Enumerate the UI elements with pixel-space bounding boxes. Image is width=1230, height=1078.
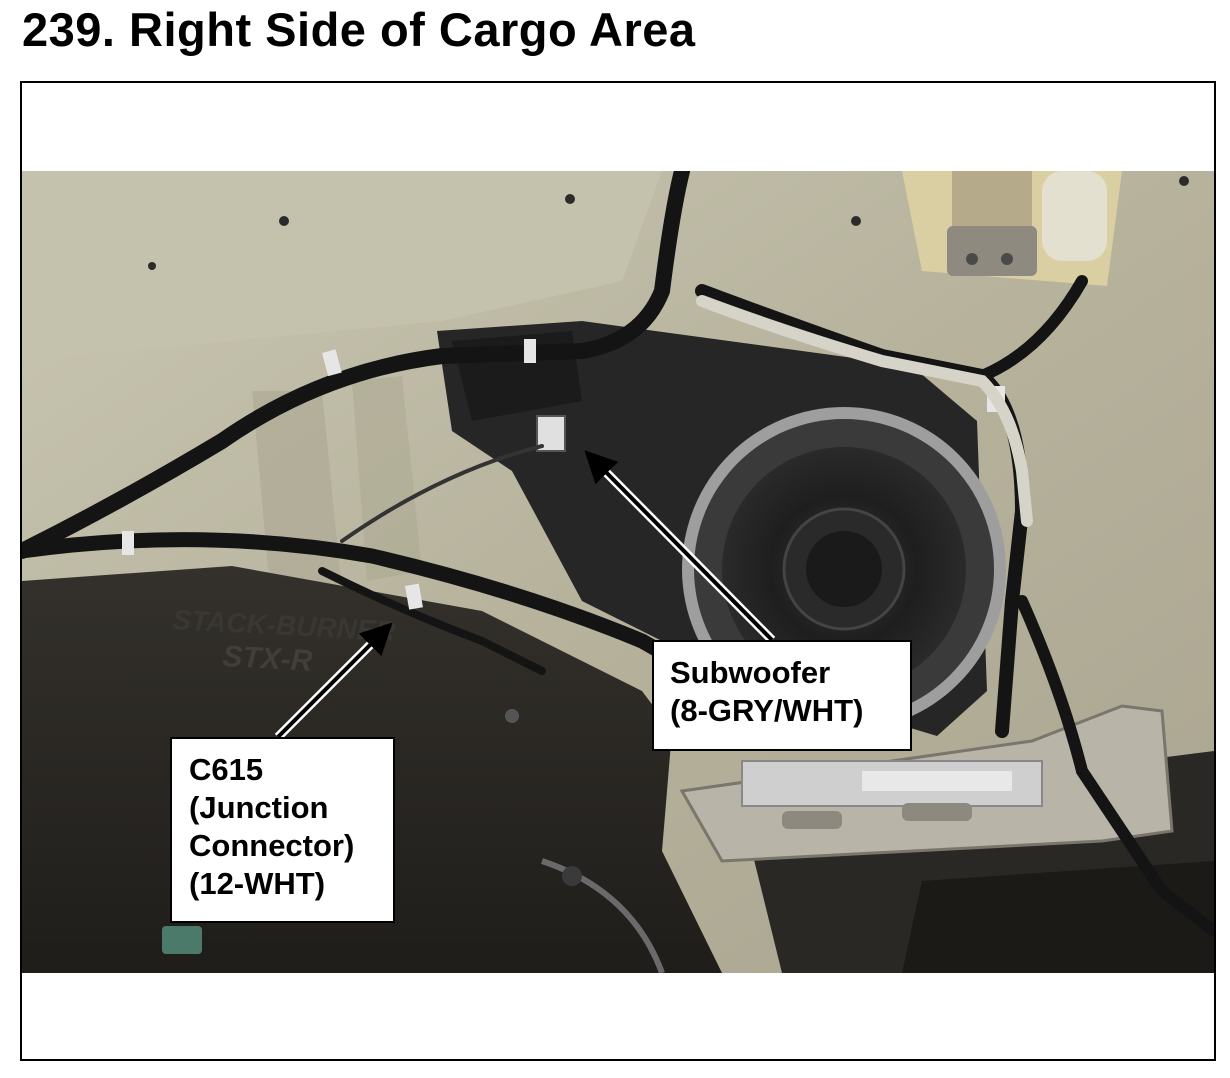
c615-connector-spec: (12-WHT) xyxy=(189,866,326,901)
metal-bracket xyxy=(679,704,1174,863)
subwoofer-callout: Subwoofer (8-GRY/WHT) xyxy=(652,640,912,751)
seat-belt-retractor xyxy=(902,171,1122,286)
c615-id: C615 xyxy=(189,752,264,787)
upper-panel-shading xyxy=(22,171,662,361)
c615-desc-line2: Connector) xyxy=(189,828,355,863)
c615-desc-line1: (Junction xyxy=(189,790,329,825)
subwoofer-connector-spec: (8-GRY/WHT) xyxy=(670,693,864,728)
panel-emboss: STX-R xyxy=(222,640,314,678)
lower-connector xyxy=(162,926,202,954)
panel-ribs xyxy=(252,391,342,611)
subwoofer-label: Subwoofer xyxy=(670,655,831,690)
c615-callout: C615 (Junction Connector) (12-WHT) xyxy=(170,737,395,923)
panel-holes xyxy=(148,176,1189,270)
taped-harness xyxy=(696,295,1033,527)
page-title: 239. Right Side of Cargo Area xyxy=(22,3,696,56)
